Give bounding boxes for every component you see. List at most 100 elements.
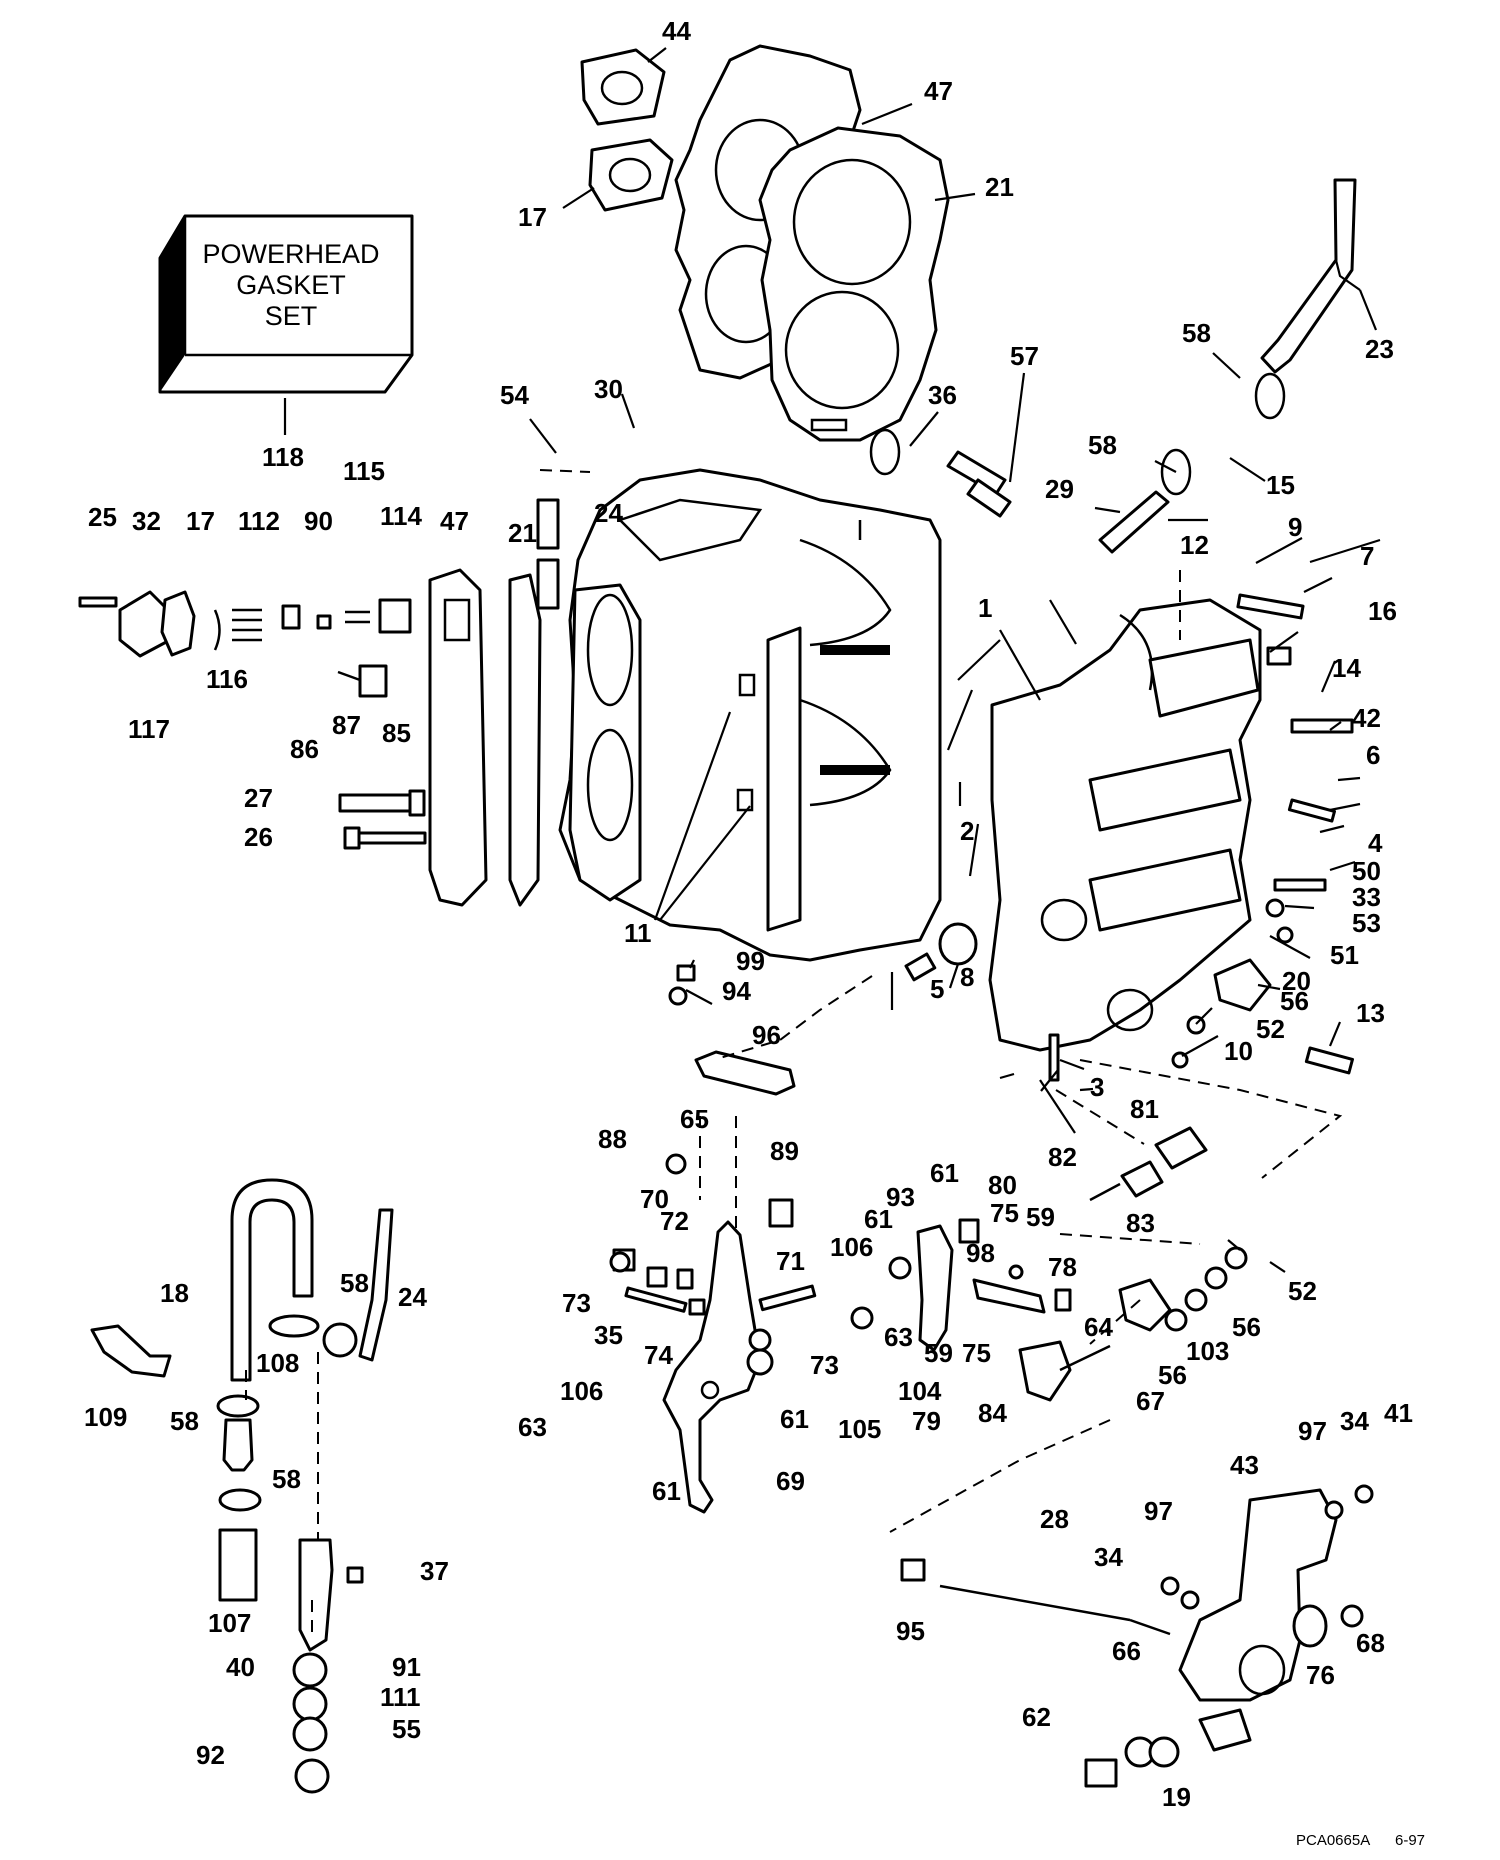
callout-19: 19 — [1162, 1782, 1191, 1812]
right-hardware — [668, 593, 1355, 1082]
callout-24-fuel: 24 — [398, 1282, 427, 1312]
callout-61-upper: 61 — [930, 1158, 959, 1188]
callout-47-left: 47 — [440, 506, 469, 536]
callout-66: 66 — [1112, 1636, 1141, 1666]
callout-114: 114 — [380, 501, 422, 531]
callout-93: 93 — [886, 1182, 915, 1212]
fuel-fittings — [90, 1178, 394, 1794]
callout-40: 40 — [226, 1652, 255, 1682]
callout-68: 68 — [1356, 1628, 1385, 1658]
callout-52-lower: 52 — [1288, 1276, 1317, 1306]
callout-56-lower-a: 56 — [1232, 1312, 1261, 1342]
callout-105: 105 — [838, 1414, 881, 1444]
callout-58-fuel-a: 58 — [340, 1268, 369, 1298]
callout-118: 118 — [262, 442, 304, 472]
callout-65: 65 — [680, 1104, 709, 1134]
gasket-set-line2: GASKET — [236, 270, 346, 300]
callout-9: 9 — [1288, 512, 1302, 542]
callout-57: 57 — [1010, 341, 1039, 371]
callout-117: 117 — [128, 714, 170, 744]
callout-103: 103 — [1186, 1336, 1229, 1366]
cylinder-head-top — [580, 44, 950, 442]
shift-arm — [900, 1484, 1374, 1788]
callout-78: 78 — [1048, 1252, 1077, 1282]
callout-18: 18 — [160, 1278, 189, 1308]
callout-79: 79 — [912, 1406, 941, 1436]
callout-2: 2 — [960, 816, 974, 846]
drawing-code: PCA0665A — [1296, 1832, 1370, 1849]
callout-80: 80 — [988, 1170, 1017, 1200]
callout-21-head-gasket: 21 — [985, 172, 1014, 202]
callout-20: 20 — [1282, 966, 1311, 996]
callout-44: 44 — [662, 16, 691, 46]
callout-98: 98 — [966, 1238, 995, 1268]
gasket-set-line1: POWERHEAD — [202, 239, 379, 269]
callout-8: 8 — [960, 962, 974, 992]
callout-35: 35 — [594, 1320, 623, 1350]
callout-84: 84 — [978, 1398, 1007, 1428]
callout-11: 11 — [624, 918, 652, 948]
callout-104: 104 — [898, 1376, 942, 1406]
callout-53: 53 — [1352, 908, 1381, 938]
callout-50: 50 — [1352, 856, 1381, 886]
callout-72: 72 — [660, 1206, 689, 1236]
callout-69: 69 — [776, 1466, 805, 1496]
callout-29: 29 — [1045, 474, 1074, 504]
callout-73-right: 73 — [810, 1350, 839, 1380]
left-side-parts — [78, 498, 560, 907]
callout-94: 94 — [722, 976, 751, 1006]
callout-43: 43 — [1230, 1450, 1259, 1480]
callout-67: 67 — [1136, 1386, 1165, 1416]
callout-32: 32 — [132, 506, 161, 536]
callout-27: 27 — [244, 783, 273, 813]
callout-90: 90 — [304, 506, 333, 536]
callout-7: 7 — [1360, 541, 1374, 571]
callout-109: 109 — [84, 1402, 127, 1432]
callout-56-lower-b: 56 — [1158, 1360, 1187, 1390]
callout-54: 54 — [500, 380, 529, 410]
callout-14: 14 — [1332, 653, 1361, 683]
callout-23: 23 — [1365, 334, 1394, 364]
callout-89: 89 — [770, 1136, 799, 1166]
callout-36: 36 — [928, 380, 957, 410]
callout-88: 88 — [598, 1124, 627, 1154]
callout-58-mid: 58 — [1088, 430, 1117, 460]
callout-63-mid: 63 — [884, 1322, 913, 1352]
callout-52-upper: 52 — [1256, 1014, 1285, 1044]
callout-17-top: 17 — [518, 202, 547, 232]
callout-76: 76 — [1306, 1660, 1335, 1690]
callout-12: 12 — [1180, 530, 1209, 560]
callout-42: 42 — [1352, 703, 1381, 733]
callout-51: 51 — [1330, 940, 1359, 970]
callout-61-center: 61 — [780, 1404, 809, 1434]
callout-71: 71 — [776, 1246, 805, 1276]
callout-10: 10 — [1224, 1036, 1253, 1066]
drawing-date: 6-97 — [1395, 1832, 1425, 1849]
callout-37: 37 — [420, 1556, 449, 1586]
callout-58-fuel-b: 58 — [170, 1406, 199, 1436]
callout-numbers: 44 47 21 17 23 58 57 36 30 54 58 15 29 2… — [84, 16, 1413, 1812]
callout-115: 115 — [343, 456, 385, 486]
callout-106-lower: 106 — [560, 1376, 603, 1406]
callout-15: 15 — [1266, 470, 1295, 500]
callout-56-upper: 56 — [1280, 986, 1309, 1016]
gasket-set-line3: SET — [265, 301, 318, 331]
throttle-linkage — [609, 1050, 1248, 1514]
callout-17-left: 17 — [186, 506, 215, 536]
callout-24-top: 24 — [594, 498, 623, 528]
callout-87: 87 — [332, 710, 361, 740]
callout-85: 85 — [382, 718, 411, 748]
callout-13: 13 — [1356, 998, 1385, 1028]
leader-lines — [529, 47, 1381, 1273]
callout-112: 112 — [238, 506, 280, 536]
crankcase-cover — [988, 598, 1262, 1052]
callout-5: 5 — [930, 974, 944, 1004]
callout-91: 91 — [392, 1652, 421, 1682]
callout-86: 86 — [290, 734, 319, 764]
callout-3: 3 — [1090, 1072, 1104, 1102]
callout-61-mid: 61 — [864, 1204, 893, 1234]
callout-75-upper: 75 — [990, 1198, 1019, 1228]
callout-111: 111 — [380, 1682, 421, 1712]
callout-58-top: 58 — [1182, 318, 1211, 348]
